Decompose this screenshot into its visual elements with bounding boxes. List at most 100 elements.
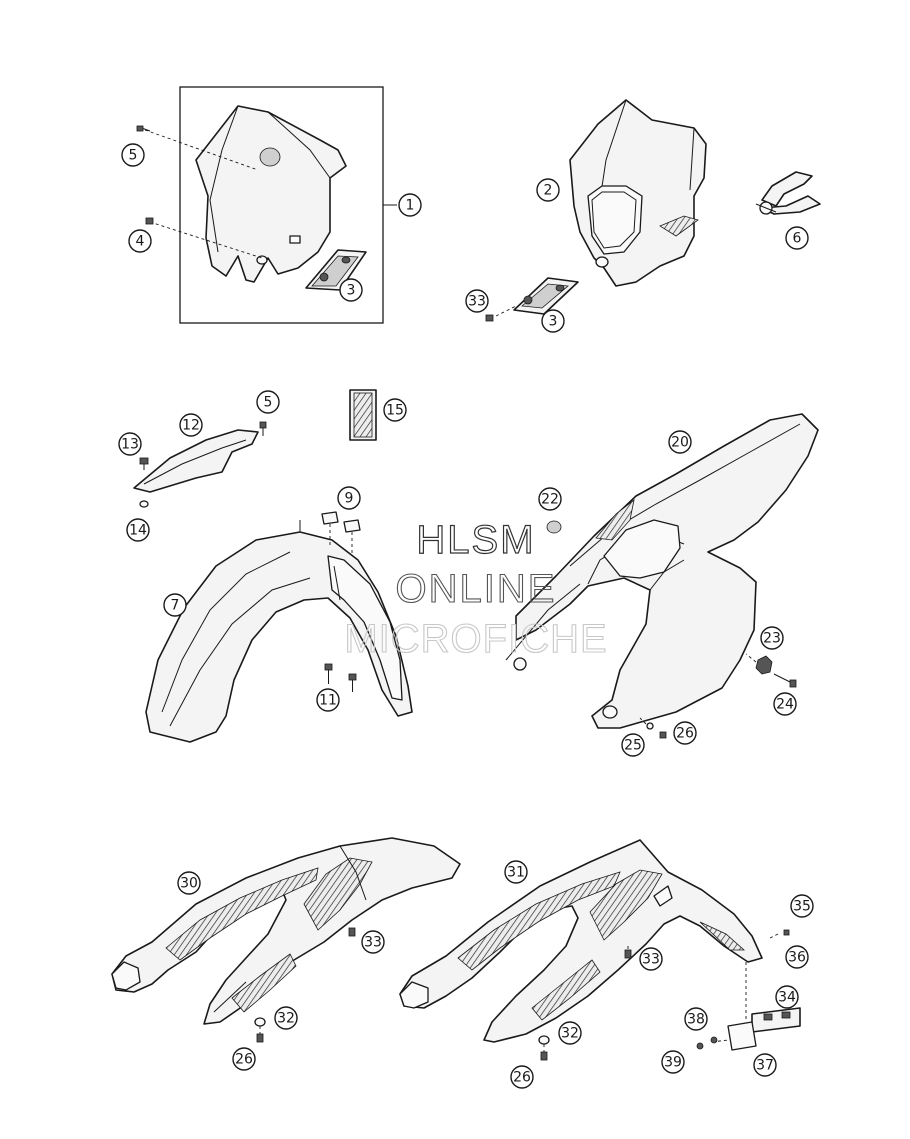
callout-number: 32	[561, 1026, 579, 1042]
callout-circle	[684, 1007, 708, 1031]
callout-circle	[668, 430, 692, 454]
clamp-6	[755, 171, 821, 215]
callout-number: 1	[406, 198, 415, 214]
callout-14-13: 14	[126, 518, 150, 542]
front-fender-7	[145, 520, 413, 743]
callout-layer: 1233455679111213141520222324252626263031…	[118, 143, 814, 1089]
callout-34-30: 34	[775, 985, 799, 1009]
callout-number: 23	[763, 631, 781, 647]
callout-33-27: 33	[361, 930, 385, 954]
screw-5a	[136, 125, 151, 132]
callout-circle	[504, 860, 528, 884]
callout-circle	[558, 1021, 582, 1045]
callout-number: 11	[319, 693, 337, 709]
callout-number: 39	[664, 1055, 682, 1071]
callout-5-6: 5	[256, 390, 280, 414]
callout-circle	[639, 947, 663, 971]
screw-26c	[540, 1051, 548, 1061]
callout-23-17: 23	[760, 626, 784, 650]
callout-26-22: 26	[510, 1065, 534, 1089]
callout-39-35: 39	[661, 1050, 685, 1074]
callout-circle	[128, 229, 152, 253]
plate-37	[727, 1021, 757, 1051]
callout-number: 3	[347, 283, 356, 299]
callout-number: 37	[756, 1058, 774, 1074]
nut-39	[696, 1042, 704, 1050]
callout-circle	[339, 278, 363, 302]
callout-24-18: 24	[773, 692, 797, 716]
callout-22-16: 22	[538, 487, 562, 511]
callout-number: 14	[129, 523, 147, 539]
callout-number: 34	[778, 990, 796, 1006]
callout-13-12: 13	[118, 432, 142, 456]
watermark-line-2: ONLINE	[396, 567, 557, 611]
callout-3-2: 3	[339, 278, 363, 302]
callout-number: 26	[676, 726, 694, 742]
callout-35-31: 35	[790, 894, 814, 918]
callout-circle	[179, 413, 203, 437]
callout-number: 36	[788, 950, 806, 966]
callout-number: 5	[129, 148, 138, 164]
callout-7-8: 7	[163, 593, 187, 617]
callout-circle	[232, 1047, 256, 1071]
callout-circle	[510, 1065, 534, 1089]
callout-circle	[775, 985, 799, 1009]
screw-33a	[485, 314, 494, 322]
screw-33b	[348, 927, 356, 937]
callout-circle	[361, 930, 385, 954]
callout-number: 26	[513, 1070, 531, 1086]
callout-circle	[383, 398, 407, 422]
callout-number: 33	[642, 952, 660, 968]
callout-circle	[177, 871, 201, 895]
callout-32-26: 32	[558, 1021, 582, 1045]
callout-6-7: 6	[785, 226, 809, 250]
callout-number: 22	[541, 492, 559, 508]
callout-circle	[337, 486, 361, 510]
callout-number: 9	[345, 491, 354, 507]
callout-number: 32	[277, 1011, 295, 1027]
callout-11-10: 11	[316, 688, 340, 712]
reflector-3a	[305, 249, 367, 291]
callout-20-15: 20	[668, 430, 692, 454]
washer-14	[139, 500, 149, 508]
callout-12-11: 12	[179, 413, 203, 437]
callout-number: 31	[507, 865, 525, 881]
callout-number: 33	[364, 935, 382, 951]
callout-33-28: 33	[465, 289, 489, 313]
callout-circle	[673, 721, 697, 745]
grommet-32b	[538, 1035, 550, 1045]
callout-15-14: 15	[383, 398, 407, 422]
callout-4-4: 4	[128, 229, 152, 253]
screw-5b	[259, 421, 267, 436]
screw-26b	[256, 1033, 264, 1043]
callout-5-5: 5	[121, 143, 145, 167]
callout-circle	[541, 309, 565, 333]
callout-circle	[126, 518, 150, 542]
screw-13	[139, 457, 149, 470]
callout-38-34: 38	[684, 1007, 708, 1031]
callout-circle	[256, 390, 280, 414]
callout-number: 20	[671, 435, 689, 451]
reflector-3b	[513, 277, 579, 315]
grommet-4	[145, 217, 154, 225]
headlight-mask-right	[569, 99, 707, 287]
callout-26-20: 26	[673, 721, 697, 745]
callout-circle	[538, 487, 562, 511]
callout-circle	[621, 733, 645, 757]
pad-9	[321, 511, 361, 533]
callout-32-25: 32	[274, 1006, 298, 1030]
callout-number: 2	[544, 183, 553, 199]
callout-number: 7	[171, 598, 180, 614]
callout-37-33: 37	[753, 1053, 777, 1077]
callout-circle	[274, 1006, 298, 1030]
callout-circle	[536, 178, 560, 202]
callout-30-23: 30	[177, 871, 201, 895]
washer-25	[646, 722, 654, 730]
screw-35	[769, 929, 790, 939]
rear-fender-20	[505, 413, 819, 729]
callout-circle	[785, 945, 809, 969]
callout-circle	[163, 593, 187, 617]
callout-number: 6	[793, 231, 802, 247]
callout-number: 25	[624, 738, 642, 754]
